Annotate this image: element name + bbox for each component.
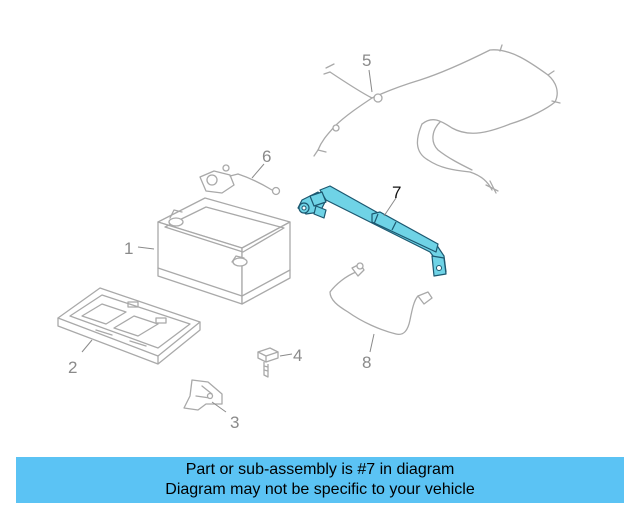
callout-2: 2 [68, 358, 77, 377]
part-6-terminal-cable [199, 164, 281, 196]
callout-1: 1 [124, 239, 133, 258]
callout-8: 8 [362, 353, 371, 372]
caption-banner: Part or sub-assembly is #7 in diagram Di… [16, 457, 624, 503]
parts-diagram: 1 2 3 4 5 6 7 8 [57, 44, 561, 432]
part-7-battery-cable [297, 185, 447, 277]
part-1-battery [157, 197, 291, 305]
part-5-wiring-harness [313, 44, 561, 194]
caption-line-2: Diagram may not be specific to your vehi… [165, 481, 475, 498]
part-2-battery-tray [57, 287, 201, 365]
part-4-bolt [257, 347, 279, 378]
callout-5: 5 [362, 51, 371, 70]
part-8-cable [329, 262, 433, 336]
callout-4: 4 [293, 346, 302, 365]
callout-7: 7 [392, 183, 401, 202]
callout-6: 6 [262, 147, 271, 166]
leader-lines [81, 69, 397, 413]
caption-line-1: Part or sub-assembly is #7 in diagram [185, 461, 455, 478]
callout-3: 3 [230, 413, 239, 432]
